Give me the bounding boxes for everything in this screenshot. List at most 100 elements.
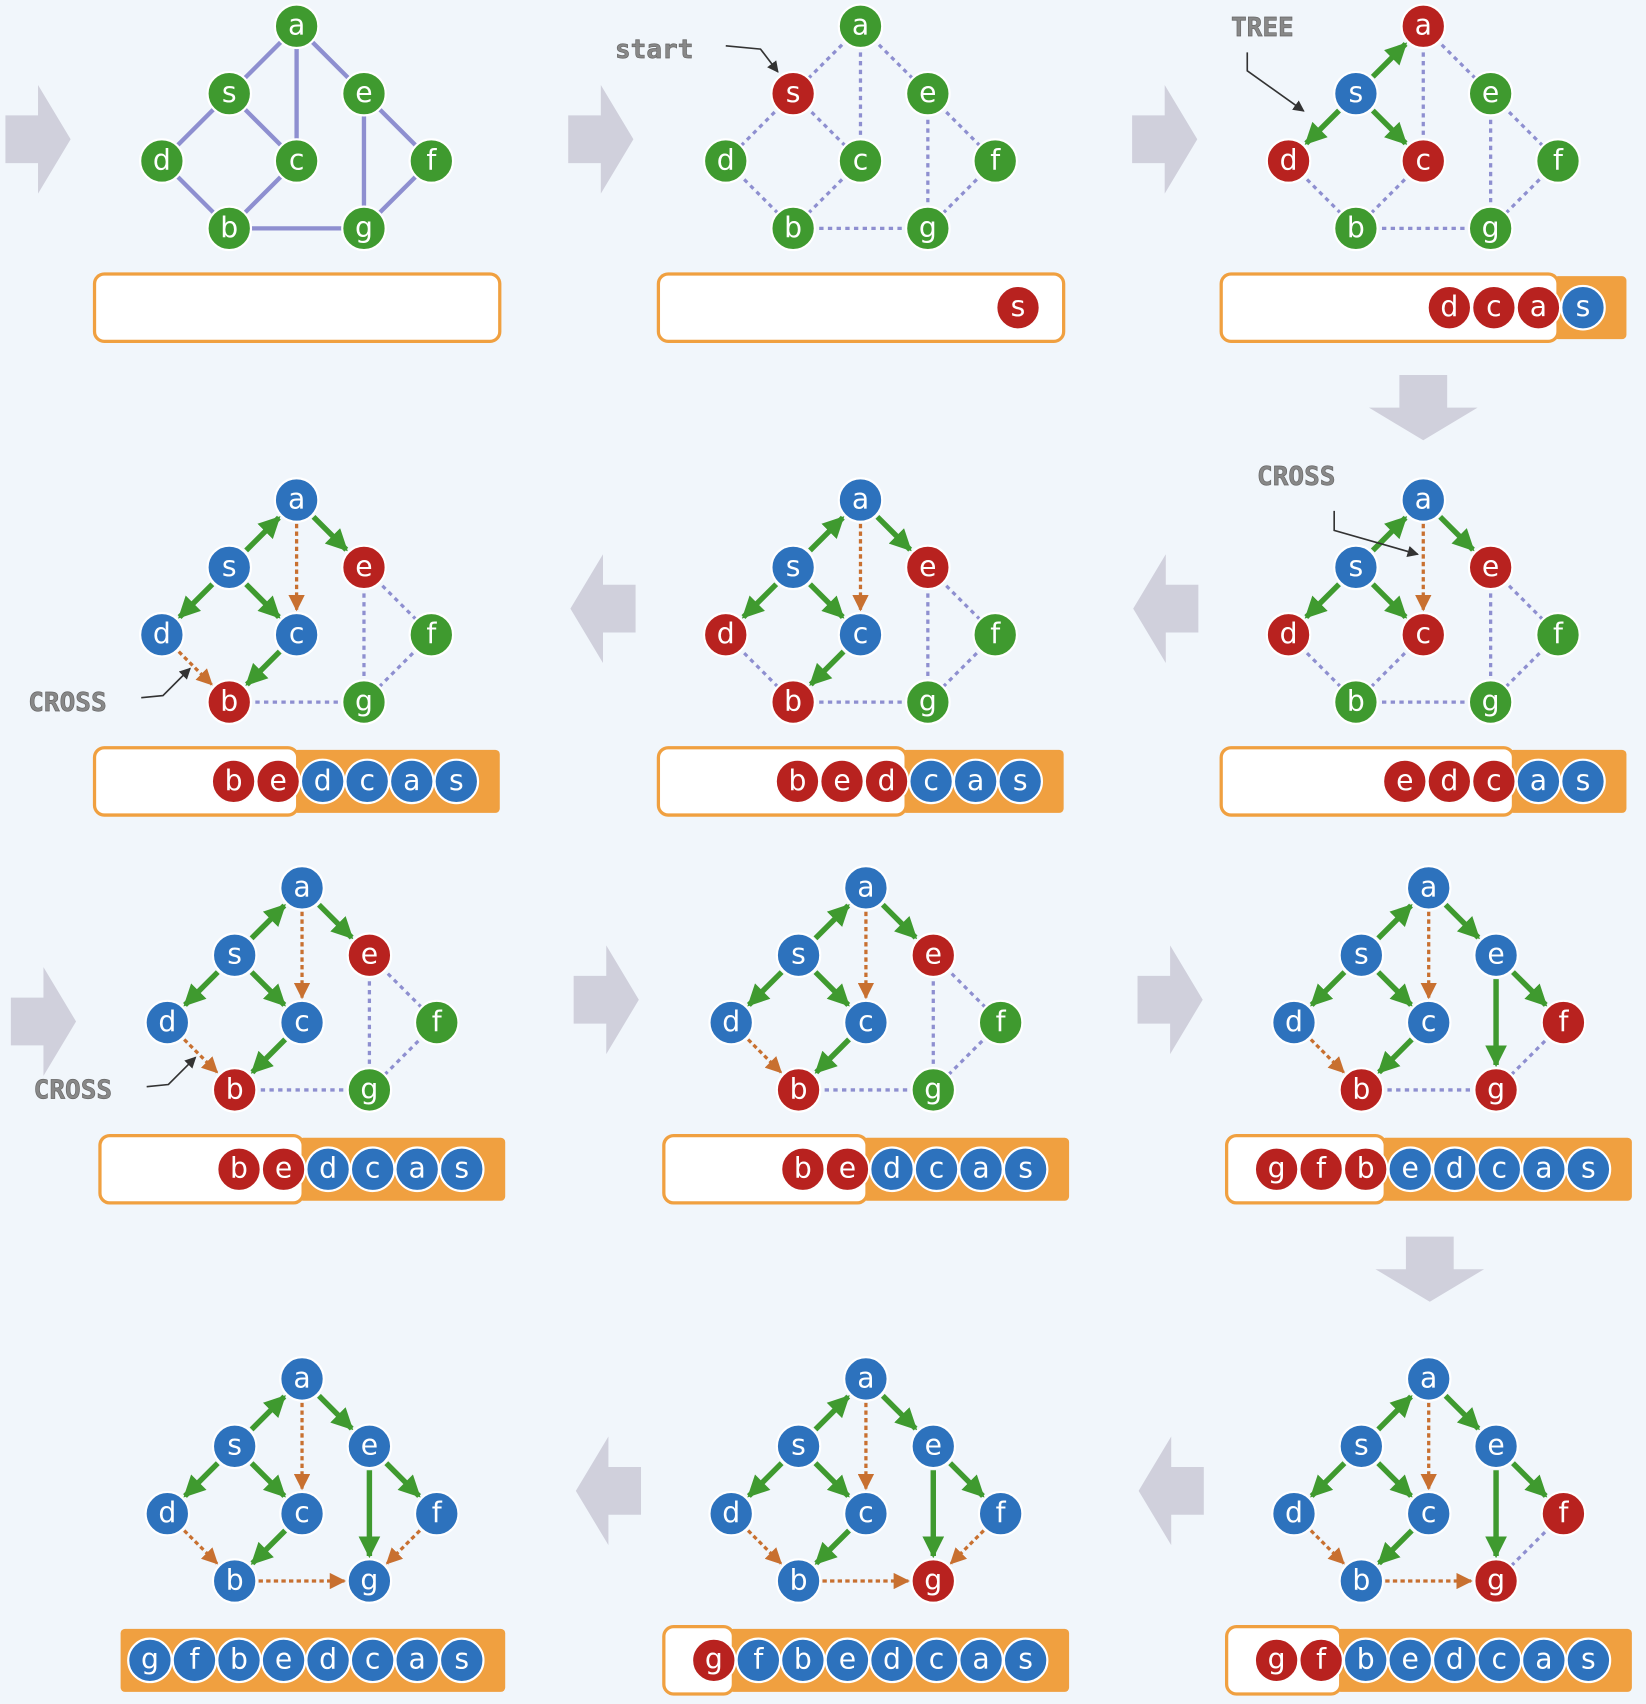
queue-item-circle [438,1146,485,1193]
queue-item-e: e [824,1637,871,1684]
node-label: e [361,938,378,971]
tree-edge-s-d [183,970,220,1007]
node-label: a [1420,870,1437,903]
node-label: c [858,1496,874,1529]
node-label: s [227,938,242,971]
queue-item-label: s [1576,764,1591,797]
queue-item-label: c [1492,1643,1508,1676]
tree-edge-c-b [808,649,846,687]
queue-item-d: d [305,1146,351,1193]
queue-item-label: d [883,1643,901,1676]
node-b: b [770,205,816,252]
node-circle [905,679,951,725]
node-label: a [1420,1361,1437,1394]
node-s: s [211,1423,258,1470]
queue-item-a: a [388,758,435,805]
queue-item-label: e [275,1643,292,1676]
queue-item-label: s [454,1152,469,1185]
queue-item-label: d [319,1643,337,1676]
node-circle [206,679,253,725]
queue-item-f: f [171,1637,218,1684]
node-f: f [413,1490,460,1537]
node-label: c [289,143,305,176]
node-circle [910,932,957,979]
node-d: d [702,611,749,658]
queue-item-label: e [833,764,850,797]
node-circle [843,1490,889,1537]
queue-item-s: s [1002,1637,1049,1684]
queue-item-label: b [230,1152,248,1185]
node-circle [702,611,749,658]
queue-item-label: b [1357,1643,1375,1676]
queue-item-e: e [260,1637,307,1684]
tree-edge-s-c [244,582,281,619]
queue-item-c: c [344,758,391,805]
queue-item-circle [995,284,1041,331]
queue-item-circle [1565,1146,1612,1193]
node-label: e [1482,550,1499,583]
node-label: b [226,1072,244,1105]
tree-edge-a-e [875,514,913,552]
queue-item-label: s [449,764,464,797]
node-circle [708,1490,755,1537]
queue-item-s: s [438,1146,485,1193]
queue-item-label: f [753,1643,764,1676]
queue-item-label: c [1486,764,1502,797]
queue-item-label: a [972,1152,989,1185]
node-label: d [1280,617,1298,650]
node-circle [144,999,191,1046]
node-circle [837,477,884,523]
node-circle [1467,544,1514,591]
node-circle [341,679,387,725]
queue-item-e: e [819,758,865,805]
queue-item-d: d [869,1637,915,1684]
queue-item-c: c [349,1146,396,1193]
queue-item-circle [1560,758,1606,805]
node-label: e [355,550,372,583]
queue-item-e: e [1381,758,1428,805]
tree-edge-s-a [249,903,287,941]
node-circle [702,138,749,184]
step-arrow-left-icon [570,554,636,663]
node-label: d [717,617,735,650]
tree-edge-s-d [1304,108,1341,146]
tree-edge-a-e [1443,1393,1481,1431]
node-label: s [786,76,801,109]
node-c: c [273,138,320,184]
node-circle [211,1067,258,1113]
node-label: g [355,684,373,717]
node-circle [1333,205,1379,252]
tree-edge-s-d [177,582,215,619]
cross-edge-d-b [1309,1529,1345,1565]
cross-edge-d-b [1309,1038,1345,1074]
node-circle [1271,999,1317,1046]
node-circle [1400,3,1447,50]
queue-item-label: c [929,1643,945,1676]
node-label: d [1285,1496,1303,1529]
queue-item-label: c [1486,290,1502,323]
node-f: f [1535,611,1581,658]
node-circle [273,611,320,658]
queue-item-s: s [1565,1146,1612,1193]
node-a: a [1400,3,1447,50]
node-circle [1333,70,1379,117]
queue-item-e: e [824,1146,871,1193]
node-circle [279,999,325,1046]
node-g: g [341,205,387,252]
node-label: b [1352,1563,1370,1596]
tree-edge-s-c [813,970,851,1007]
tree-edge-a-e [317,902,354,940]
queue-item-label: g [705,1643,723,1676]
node-circle [1535,138,1581,184]
node-e: e [346,1423,393,1470]
node-b: b [770,679,816,725]
queue-item-c: c [1476,1637,1523,1684]
node-g: g [346,1067,393,1113]
node-circle [843,1356,889,1402]
tree-edge-s-d [1309,970,1347,1007]
queue-item-s: s [438,1637,485,1684]
node-label: s [791,938,806,971]
tree-edge-a-e [1438,514,1475,552]
